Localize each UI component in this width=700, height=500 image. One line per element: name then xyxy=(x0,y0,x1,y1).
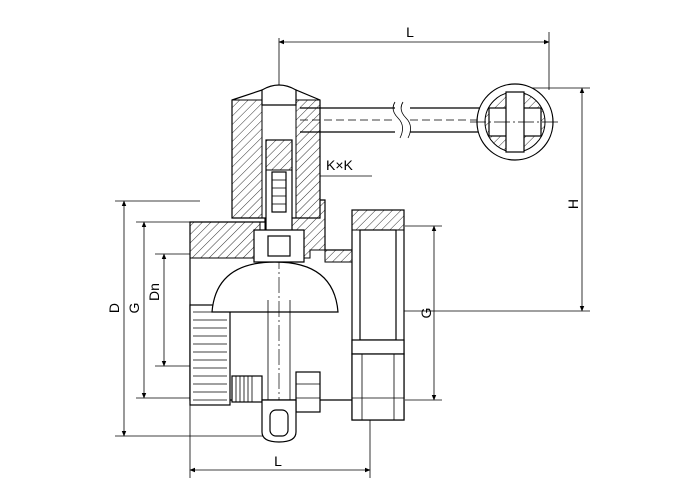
union-nut xyxy=(351,209,405,421)
thread-left-dimension: G xyxy=(126,221,195,399)
outer-diameter-dimension: D xyxy=(106,200,270,437)
handle-housing xyxy=(231,84,321,263)
bottom-length-label: L xyxy=(274,453,282,469)
handle-bar xyxy=(300,101,492,139)
nominal-diameter-label: Dn xyxy=(146,283,162,301)
thread-right-label: G xyxy=(418,308,434,319)
thread-right-dimension: G xyxy=(405,225,442,401)
top-length-label: L xyxy=(406,24,414,40)
square-size-label: K×K xyxy=(326,157,354,173)
thread-left-label: G xyxy=(126,303,142,314)
height-label: H xyxy=(565,199,581,209)
handle-knob xyxy=(470,83,560,161)
left-thread-lines xyxy=(193,311,227,401)
outer-diameter-label: D xyxy=(106,303,122,313)
